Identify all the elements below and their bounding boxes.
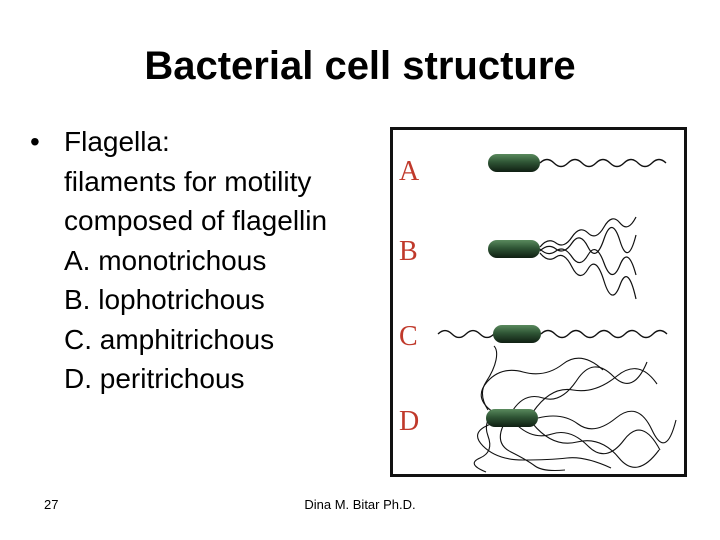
bacterium-peritrichous — [473, 345, 677, 473]
bullet-item-flagella: • Flagella: — [30, 122, 327, 162]
sub-line: D. peritrichous — [64, 363, 245, 394]
bacterium-monotrichous — [488, 154, 667, 172]
sub-line: B. lophotrichous — [64, 284, 265, 315]
page-number: 27 — [44, 497, 59, 512]
bullet-symbol: • — [30, 126, 40, 157]
bullet-list: • Flagella: filaments for motility compo… — [30, 122, 327, 399]
sub-line: filaments for motility — [64, 165, 312, 197]
flagella-diagram: A B C D — [390, 127, 687, 477]
bacterium-lophotrichous — [488, 216, 637, 300]
label-b: B — [399, 236, 418, 267]
slide-title: Bacterial cell structure — [144, 44, 576, 88]
sub-line: C. amphitrichous — [64, 323, 275, 355]
label-d: D — [399, 406, 419, 437]
sub-line: A. monotrichous — [64, 244, 267, 276]
label-a: A — [399, 156, 420, 187]
footer-author: Dina M. Bitar Ph.D. — [304, 497, 416, 512]
sub-line: composed of flagellin — [64, 205, 328, 236]
bullet-heading: Flagella: — [64, 126, 170, 157]
bacterium-amphitrichous — [437, 325, 668, 343]
label-c: C — [399, 321, 418, 352]
